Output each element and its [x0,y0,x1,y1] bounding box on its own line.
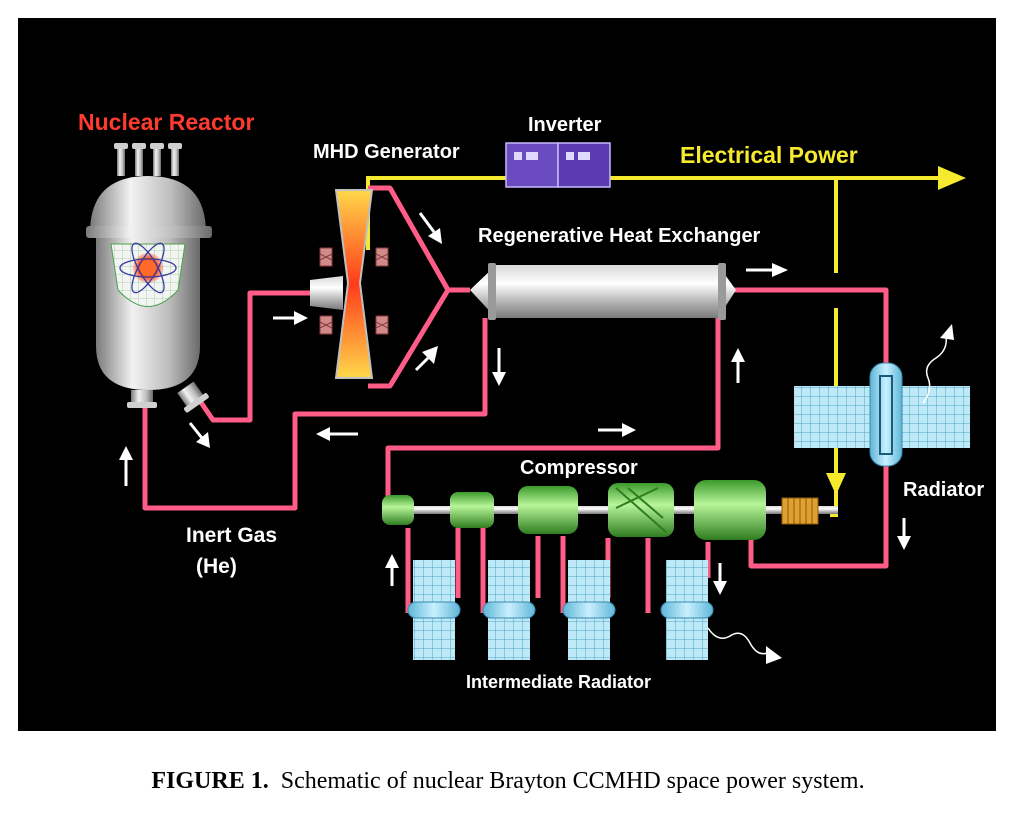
flow-arrow-icon [119,212,911,595]
mhd-generator-label: MHD Generator [313,141,460,163]
compressor-label: Compressor [520,457,638,479]
radiator-panel-icon [794,362,970,467]
compressor-stage-icon [382,480,838,540]
heat-exchanger-icon [470,263,736,320]
helium-label: (He) [196,555,237,578]
working-fluid-pipes [142,185,889,569]
diagram-panel: Nuclear Reactor MHD Generator Inverter E… [18,18,996,731]
nuclear-reactor-label: Nuclear Reactor [78,109,254,135]
inert-gas-label: Inert Gas [186,524,277,547]
power-output-arrow-icon [938,166,966,190]
figure-caption: FIGURE 1. Schematic of nuclear Brayton C… [0,768,1016,795]
atom-icon [119,242,177,294]
caption-text: Schematic of nuclear Brayton CCMHD space… [280,768,865,794]
intermediate-radiator-label: Intermediate Radiator [466,672,651,692]
heat-wave-icon [707,324,954,664]
power-down-arrow-icon [826,473,846,495]
inverter-icon [505,142,611,188]
inverter-label: Inverter [528,114,602,136]
regen-heat-exchanger-label: Regenerative Heat Exchanger [478,225,761,247]
intermediate-radiator-panels [407,560,714,660]
electrical-power-label: Electrical Power [680,142,858,168]
radiator-label: Radiator [903,479,984,501]
mhd-channel-icon [310,189,389,379]
brayton-ccmhd-schematic: Nuclear Reactor MHD Generator Inverter E… [78,109,984,692]
reactor-vessel-icon [86,143,212,413]
figure-label: FIGURE 1. [151,768,269,794]
